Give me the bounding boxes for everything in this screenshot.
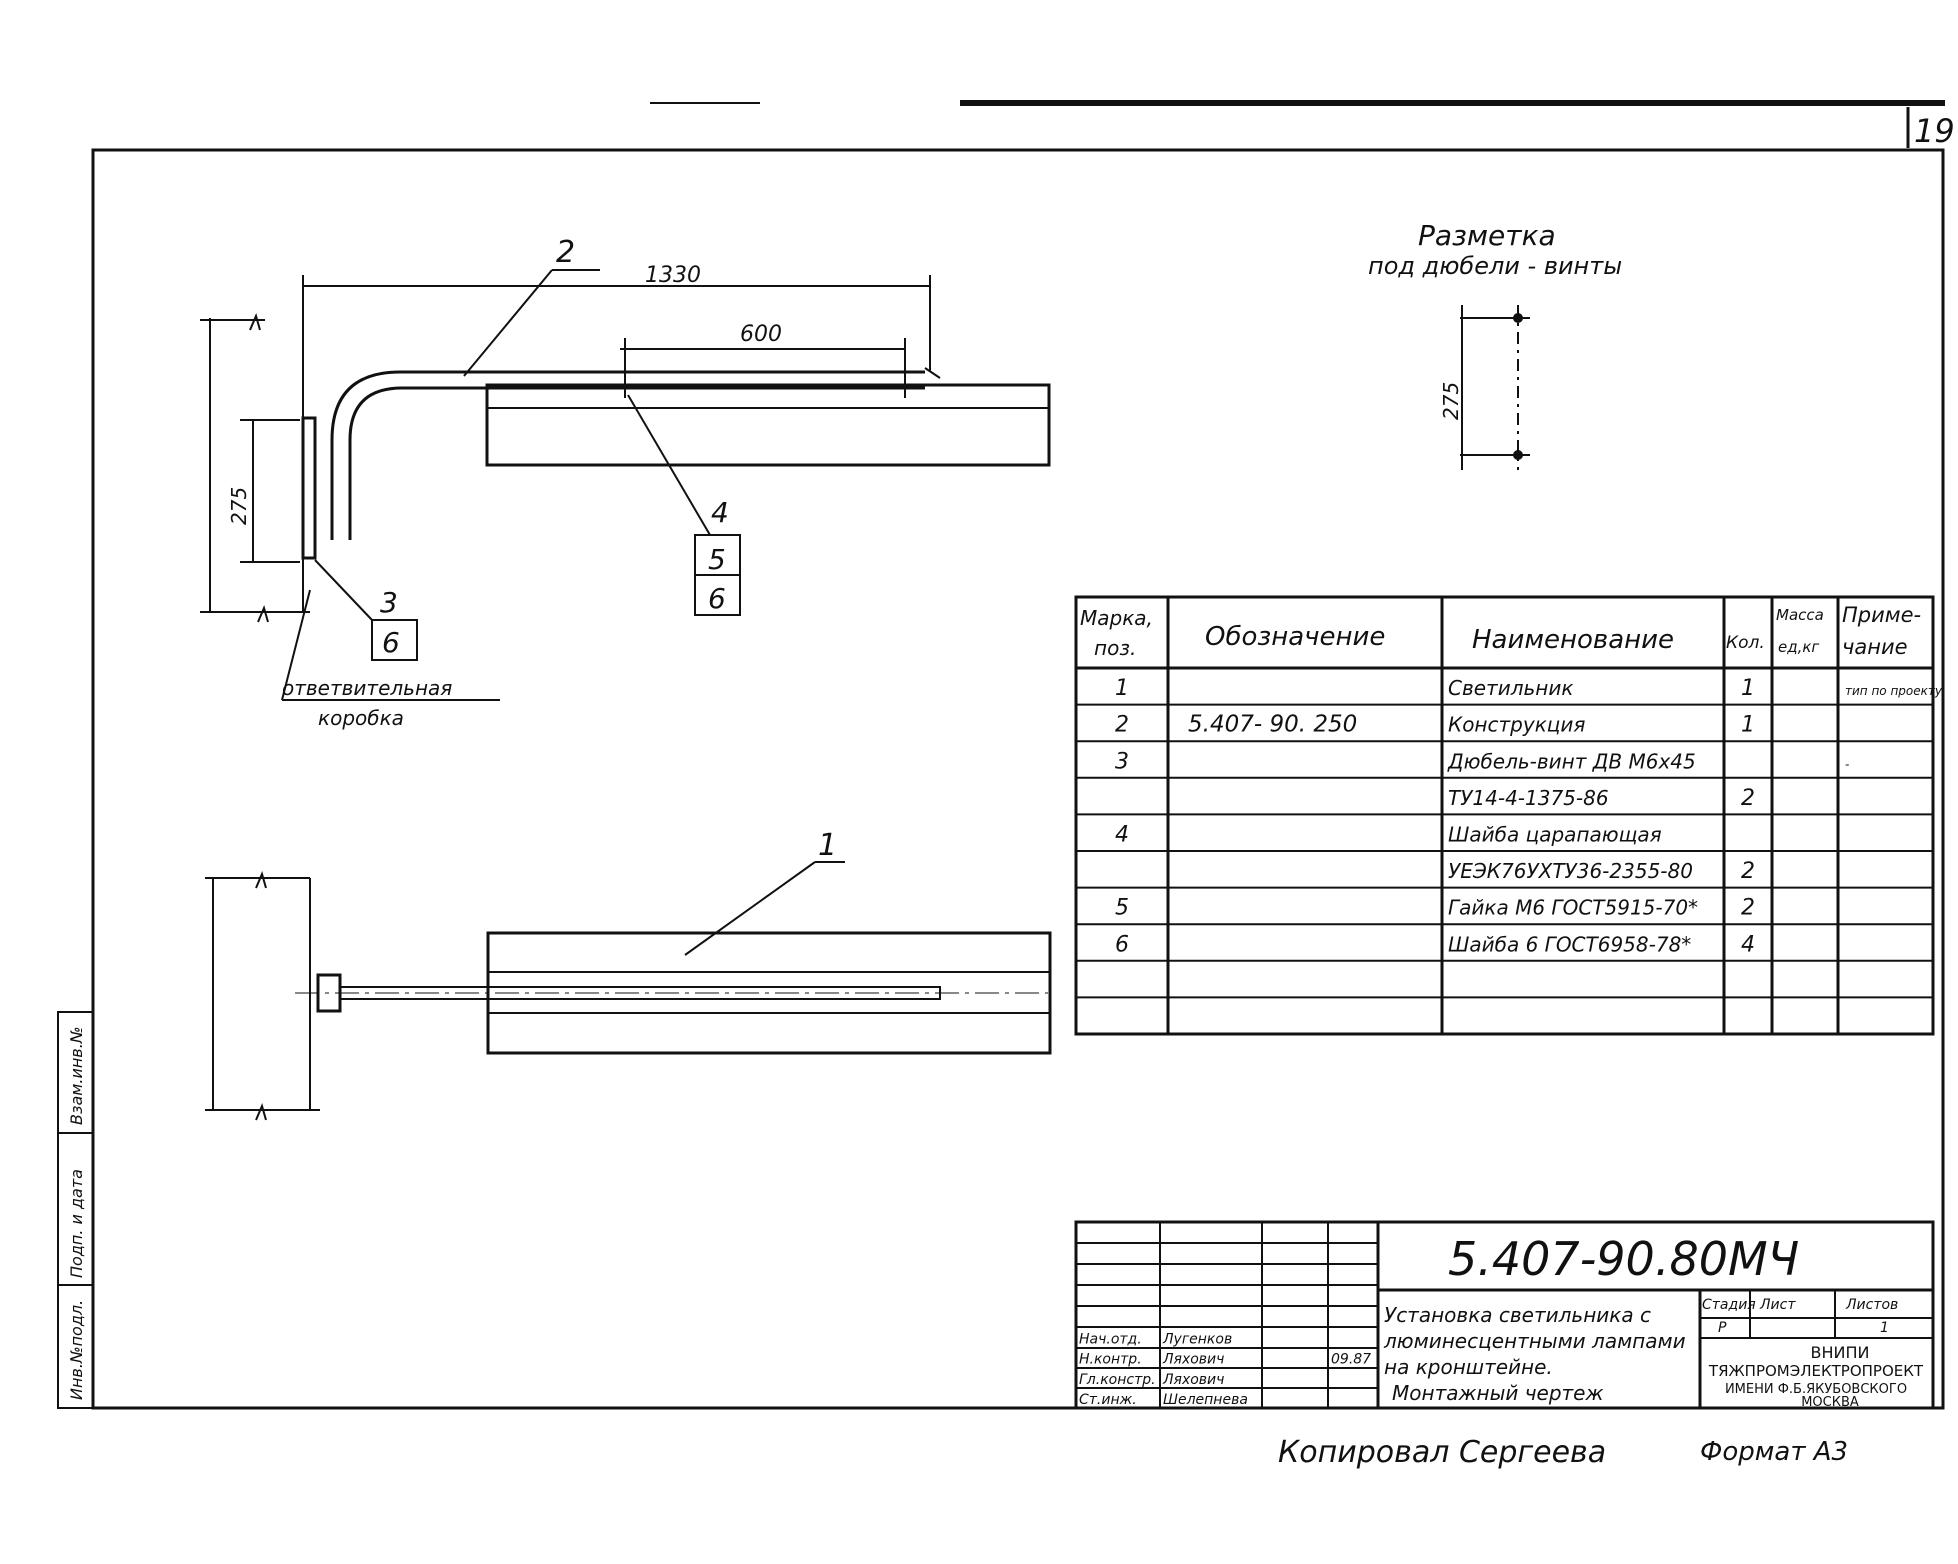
table-cell-name: Светильник <box>1448 676 1573 700</box>
callout-3: 3 <box>380 586 398 619</box>
stage-label: Стадия <box>1702 1297 1756 1313</box>
title-line-4: Монтажный чертеж <box>1392 1381 1604 1405</box>
callout-5: 5 <box>708 543 726 576</box>
header-designation: Обозначение <box>1205 622 1385 652</box>
marking-title: Разметка <box>1418 219 1556 252</box>
copied-by: Копировал Сергеева <box>1278 1435 1606 1470</box>
table-cell-qty: 1 <box>1741 713 1755 738</box>
org-line-4: МОСКВА <box>1801 1395 1859 1410</box>
signature-role: Нач.отд. <box>1079 1331 1142 1347</box>
table-cell-pos: 1 <box>1115 676 1129 701</box>
junction-box-label-2: коробка <box>318 706 404 730</box>
dim-length-label: 1330 <box>645 263 701 288</box>
table-cell-pos: 2 <box>1115 713 1129 738</box>
title-block-text: 5.407-90.80МЧ Установка светильника с лю… <box>1383 1232 1924 1410</box>
title-block-grid <box>1074 1220 1935 1410</box>
table-cell-name: ТУ14-4-1375-86 <box>1448 786 1609 810</box>
junction-box-label-1: ответвительная <box>282 676 452 700</box>
table-cell-designation: 5.407- 90. 250 <box>1188 712 1357 738</box>
sheet-label: Лист <box>1759 1297 1796 1313</box>
side-stamp: Инв.№подл. Подп. и дата Взам.инв.№ <box>57 1011 94 1409</box>
header-qty: Кол. <box>1726 633 1765 653</box>
header-mass-2: ед,кг <box>1778 638 1819 656</box>
side-view-labels: 1330 600 275 2 4 5 6 3 6 ответвительная … <box>227 235 782 730</box>
dim-spacing-label: 600 <box>740 322 782 347</box>
spec-table-rows: 1 Светильник 1 тип по проекту 2 5.407- 90. 25… <box>1076 676 1943 999</box>
table-cell-pos: 3 <box>1115 749 1129 774</box>
drawing-frame <box>91 148 1945 1410</box>
signature-name: Шелепнева <box>1163 1392 1248 1408</box>
table-cell-note: тип по проекту <box>1845 684 1943 698</box>
document-code: 5.407-90.80МЧ <box>1448 1232 1799 1286</box>
table-cell-pos: 6 <box>1115 932 1129 957</box>
spec-table-header: Марка, поз. Обозначение Наименование Кол… <box>1080 603 1921 660</box>
table-cell-qty: 2 <box>1741 896 1755 921</box>
signature-date: 09.87 <box>1331 1352 1371 1368</box>
header-note-1: Приме- <box>1842 603 1921 627</box>
table-cell-name: УЕЭК76УХТУ36-2355-80 <box>1448 859 1693 883</box>
sheet-number: 19 <box>1914 112 1955 150</box>
header-pos-1: Марка, <box>1080 606 1153 630</box>
format-label: Формат А3 <box>1700 1437 1848 1467</box>
stage-value: Р <box>1718 1320 1727 1336</box>
dim-height-label: 275 <box>227 487 251 525</box>
table-cell-name: Шайба 6 ГОСТ6958-78* <box>1448 932 1691 956</box>
org-line-1: ВНИПИ <box>1811 1343 1870 1362</box>
signature-name: Ляхович <box>1162 1352 1224 1368</box>
header-mass-1: Масса <box>1776 606 1824 624</box>
spec-table-grid <box>1074 595 1935 1036</box>
callout-4: 4 <box>711 496 729 529</box>
marking-view <box>1460 305 1530 470</box>
org-line-2: ТЯЖПРОМЭЛЕКТРОПРОЕКТ <box>1708 1362 1924 1380</box>
table-cell-note: - <box>1845 757 1849 771</box>
signature-role: Н.контр. <box>1079 1352 1142 1368</box>
table-cell-qty: 4 <box>1741 932 1755 957</box>
table-cell-name: Дюбель-винт ДВ М6х45 <box>1447 749 1696 773</box>
header-note-2: чание <box>1842 635 1908 659</box>
table-cell-name: Гайка М6 ГОСТ5915-70* <box>1448 896 1698 920</box>
stamp-replacement-inventory: Взам.инв.№ <box>67 1027 86 1125</box>
callout-1: 1 <box>818 828 837 863</box>
callout-2: 2 <box>556 235 575 270</box>
table-cell-pos: 5 <box>1115 896 1129 921</box>
marking-subtitle: под дюбели - винты <box>1368 252 1622 280</box>
sheets-value: 1 <box>1880 1320 1889 1336</box>
side-view <box>200 269 1051 701</box>
table-cell-pos: 4 <box>1115 822 1129 847</box>
marking-dimension: 275 <box>1439 382 1463 420</box>
title-line-2: люминесцентными лампами <box>1383 1329 1686 1353</box>
table-cell-qty: 1 <box>1741 676 1755 701</box>
signature-role: Ст.инж. <box>1079 1392 1137 1408</box>
header-pos-2: поз. <box>1094 636 1136 660</box>
table-cell-qty: 2 <box>1741 859 1755 884</box>
table-cell-qty: 2 <box>1741 786 1755 811</box>
stamp-signature-date: Подп. и дата <box>67 1169 86 1278</box>
signature-role: Гл.констр. <box>1079 1372 1156 1388</box>
callout-6b: 6 <box>382 626 400 659</box>
signature-name: Лугенков <box>1162 1331 1232 1347</box>
header-name: Наименование <box>1472 625 1674 655</box>
title-line-1: Установка светильника с <box>1384 1303 1651 1327</box>
table-cell-name: Шайба царапающая <box>1448 822 1662 846</box>
plan-view <box>205 861 1052 1121</box>
title-line-3: на кронштейне. <box>1384 1355 1553 1379</box>
sheets-label: Листов <box>1845 1297 1898 1313</box>
callout-6a: 6 <box>708 582 726 615</box>
table-cell-name: Конструкция <box>1448 713 1585 737</box>
stamp-inventory-number: Инв.№подл. <box>67 1300 86 1400</box>
org-line-3: ИМЕНИ Ф.Б.ЯКУБОВСКОГО <box>1725 1382 1907 1397</box>
signature-name: Ляхович <box>1162 1372 1224 1388</box>
